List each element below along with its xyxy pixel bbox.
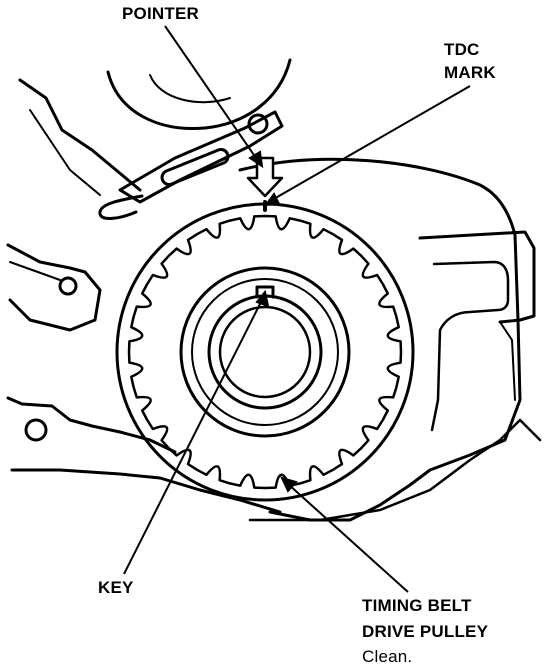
pulley-leader-head [280,476,298,493]
lower-block-base [10,468,282,514]
pulley-leader [287,483,409,593]
oil-pump-edge [248,418,542,522]
pulley-outer-flange [115,202,415,502]
left-bracket [6,243,102,332]
crankshaft-key [255,285,275,299]
engine-block-edge-upper [18,78,142,192]
upper-pulley-bore [149,74,231,104]
left-bracket-rod [9,261,61,281]
left-bracket-bolt [58,276,78,296]
key-label: KEY [98,578,134,597]
tdc-mark-label-line2: MARK [444,63,496,82]
pulley-tooth-ring [127,214,403,490]
timing-cover-window [430,260,510,432]
tdc-mark-label-line1: TDC [444,40,480,59]
timing-cover-right-rib [499,321,516,401]
upper-pulley-outline [106,58,292,131]
pulley-label-line2: DRIVE PULLEY [362,622,489,641]
crankshaft-bore [207,294,323,410]
engine-block-edge-inner [29,109,101,196]
pointer-leader-head [248,150,264,169]
key-leader-head [255,289,270,308]
tdc-mark-leader-head [263,192,281,207]
timing-cover-outline [238,157,522,522]
pulley-hub-outer [179,266,351,438]
lower-left-bolt [24,418,48,442]
tensioner-bracket [118,110,284,204]
tensioner-slot [160,148,230,186]
spring-hook [98,194,144,220]
pointer-label: POINTER [122,4,199,23]
key-leader [123,299,263,575]
pulley-note: Clean. [362,647,413,666]
tensioner-bolt [247,113,269,135]
tdc-mark-leader [271,85,471,201]
timing-cover-inner-ledge [418,230,536,324]
pulley-hub-inner [191,278,339,426]
pointer-leader [164,25,257,159]
pulley-label-line1: TIMING BELT [362,596,472,615]
crankshaft-end [218,305,312,399]
pointer-arrow [246,156,284,198]
